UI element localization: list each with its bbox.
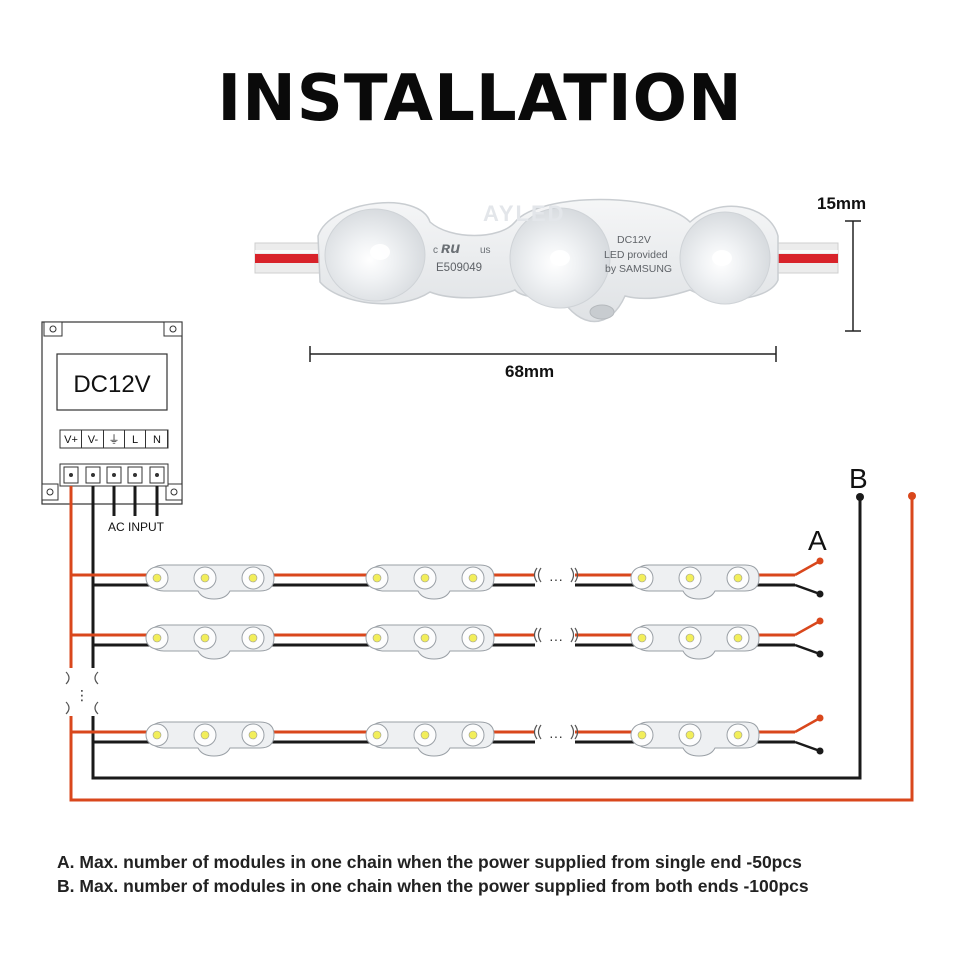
- led-dot: [685, 730, 695, 740]
- led-dot: [372, 633, 382, 643]
- svg-text:···: ···: [549, 571, 563, 587]
- module-watermark: AYLED: [483, 201, 566, 226]
- led-dot: [152, 573, 162, 583]
- led-dot: [733, 730, 743, 740]
- terminal-label: V+: [64, 434, 78, 446]
- led-dot: [468, 573, 478, 583]
- positive-bus-wire: [69, 486, 914, 802]
- module-chain-row: ···: [71, 714, 824, 757]
- chain-break-symbol: ···: [533, 627, 579, 647]
- terminal-label: V-: [88, 434, 99, 446]
- width-dimension: 68mm: [309, 346, 777, 381]
- led-dot: [420, 573, 430, 583]
- note-both-ends: B. Max. number of modules in one chain w…: [57, 876, 809, 896]
- module-cert-left: c: [433, 245, 438, 256]
- chain-label-b: B: [849, 463, 868, 494]
- chain-end-positive: [816, 714, 824, 722]
- power-supply: DC12V V+ V- ⏚ L N AC INPUT: [41, 321, 183, 534]
- led-dot: [372, 573, 382, 583]
- led-dot: [420, 633, 430, 643]
- led-module: [365, 624, 495, 660]
- negative-bus-wire: [91, 486, 862, 780]
- led-module: [145, 624, 275, 660]
- led-dot: [685, 573, 695, 583]
- module-cable-right: [769, 242, 839, 274]
- b-terminal-dot: [856, 493, 864, 501]
- module-spec-line2: LED provided: [604, 249, 668, 261]
- led-dot: [637, 633, 647, 643]
- led-dot: [200, 573, 210, 583]
- led-dot: [152, 730, 162, 740]
- module-spec-line1: DC12V: [617, 234, 651, 246]
- led-dot: [152, 633, 162, 643]
- led-module: [365, 721, 495, 757]
- led-dot: [637, 573, 647, 583]
- led-module: [365, 564, 495, 600]
- led-module: [145, 564, 275, 600]
- svg-text:···: ···: [549, 631, 563, 647]
- height-dimension: 15mm: [817, 194, 866, 332]
- led-dot: [733, 633, 743, 643]
- terminal-label: N: [153, 434, 161, 446]
- chain-end-negative: [816, 590, 824, 598]
- chain-end-negative: [816, 650, 824, 658]
- svg-text:⋮: ⋮: [75, 687, 89, 703]
- led-dot: [248, 633, 258, 643]
- led-module: [630, 721, 760, 757]
- chain-break-symbol: ···: [533, 567, 579, 587]
- chain-end-negative: [816, 747, 824, 755]
- b-terminal-dot: [908, 492, 916, 500]
- led-dot: [372, 730, 382, 740]
- svg-text:···: ···: [549, 728, 563, 744]
- module-spec-line3: by SAMSUNG: [605, 263, 672, 275]
- wiring-diagram: ⋮ ··· ··· ···: [64, 486, 916, 802]
- chain-break-symbol: ···: [533, 724, 579, 744]
- power-supply-label-box: [56, 353, 168, 411]
- power-supply-label: DC12V: [73, 371, 150, 398]
- note-single-end: A. Max. number of modules in one chain w…: [57, 852, 802, 872]
- led-module-photo: AYLED c ʀu us E509049 DC12V LED provided…: [254, 198, 839, 323]
- led-dot: [200, 730, 210, 740]
- led-dot: [685, 633, 695, 643]
- module-cert-number: E509049: [436, 262, 482, 274]
- module-chain-row: ···: [71, 557, 824, 600]
- led-dot: [637, 730, 647, 740]
- led-dot: [420, 730, 430, 740]
- led-dot: [200, 633, 210, 643]
- led-module: [630, 624, 760, 660]
- led-dot: [468, 633, 478, 643]
- led-dot: [468, 730, 478, 740]
- chain-end-positive: [816, 617, 824, 625]
- led-dot: [248, 573, 258, 583]
- terminal-label: L: [132, 434, 138, 446]
- terminal-label: ⏚: [109, 433, 120, 446]
- chain-end-positive: [816, 557, 824, 565]
- led-dot: [733, 573, 743, 583]
- led-dot: [248, 730, 258, 740]
- led-module: [145, 721, 275, 757]
- height-dim-label: 15mm: [817, 194, 866, 213]
- module-ul-logo: ʀu: [441, 240, 460, 257]
- module-cable-left: [254, 242, 326, 274]
- module-cert-right: us: [480, 245, 491, 256]
- bus-break-symbol: ⋮: [64, 668, 100, 716]
- ac-input-label: AC INPUT: [108, 520, 165, 534]
- width-dim-label: 68mm: [505, 362, 554, 381]
- chain-label-a: A: [808, 525, 827, 556]
- led-module: [630, 564, 760, 600]
- page-title: INSTALLATION: [217, 62, 743, 136]
- module-screw-hole: [589, 304, 615, 320]
- module-chain-row: ···: [71, 617, 824, 660]
